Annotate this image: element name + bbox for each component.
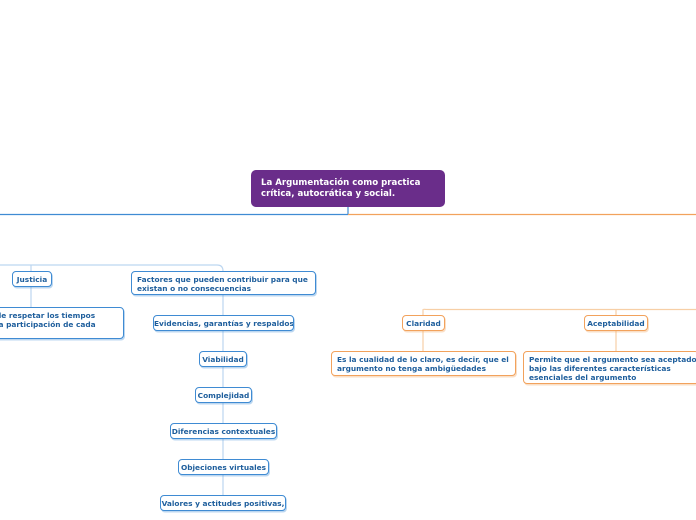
factores-line-2: existan o no consecuencias — [137, 284, 251, 293]
node-claridad-detail[interactable]: Es la cualidad de lo claro, es decir, qu… — [331, 351, 516, 376]
node-complejidad-label: Complejidad — [197, 391, 250, 400]
node-justicia[interactable]: Justicia — [12, 271, 52, 287]
root-node[interactable]: La Argumentación como practica crítica, … — [251, 170, 445, 207]
orange-sub-branch — [422, 308, 696, 311]
root-title: La Argumentación como practica crítica, … — [261, 178, 421, 199]
node-viabilidad-label: Viabilidad — [202, 355, 244, 364]
node-valores[interactable]: Valores y actitudes positivas, — [160, 495, 286, 511]
aceptabilidad-detail-line-3: esenciales del argumento — [529, 373, 637, 382]
justicia-detail-line-1: de respetar los tiempos — [0, 311, 96, 320]
claridad-detail-line-1: Es la cualidad de lo claro, es decir, qu… — [337, 355, 509, 364]
node-justicia-detail[interactable]: de respetar los tiempos la participación… — [0, 307, 124, 339]
justicia-detail-line-2: la participación de cada — [0, 320, 96, 329]
node-claridad-label: Claridad — [406, 319, 441, 328]
node-objeciones[interactable]: Objeciones virtuales — [178, 459, 269, 475]
node-complejidad[interactable]: Complejidad — [195, 387, 252, 403]
node-diferencias[interactable]: Diferencias contextuales — [170, 423, 277, 439]
node-justicia-label: Justicia — [16, 275, 48, 284]
aceptabilidad-detail-line-1: Permite que el argumento sea aceptado — [529, 355, 696, 364]
node-factores[interactable]: Factores que pueden contribuir para que … — [131, 271, 316, 295]
claridad-detail-line-2: argumento no tenga ambigüedades — [337, 364, 486, 373]
node-evidencias[interactable]: Evidencias, garantías y respaldos — [153, 315, 294, 331]
node-objeciones-label: Objeciones virtuales — [180, 463, 267, 472]
node-aceptabilidad-detail[interactable]: Permite que el argumento sea aceptado ba… — [523, 351, 696, 384]
factores-line-1: Factores que pueden contribuir para que — [137, 275, 308, 284]
node-diferencias-label: Diferencias contextuales — [171, 427, 276, 436]
aceptabilidad-detail-line-2: bajo las diferentes características — [529, 364, 671, 373]
node-evidencias-label: Evidencias, garantías y respaldos — [154, 319, 294, 328]
node-viabilidad[interactable]: Viabilidad — [199, 351, 247, 367]
blue-sub-branch — [0, 264, 224, 272]
node-valores-label: Valores y actitudes positivas, — [161, 499, 285, 508]
node-aceptabilidad[interactable]: Aceptabilidad — [584, 315, 648, 331]
node-claridad[interactable]: Claridad — [402, 315, 445, 331]
node-aceptabilidad-label: Aceptabilidad — [587, 319, 645, 328]
